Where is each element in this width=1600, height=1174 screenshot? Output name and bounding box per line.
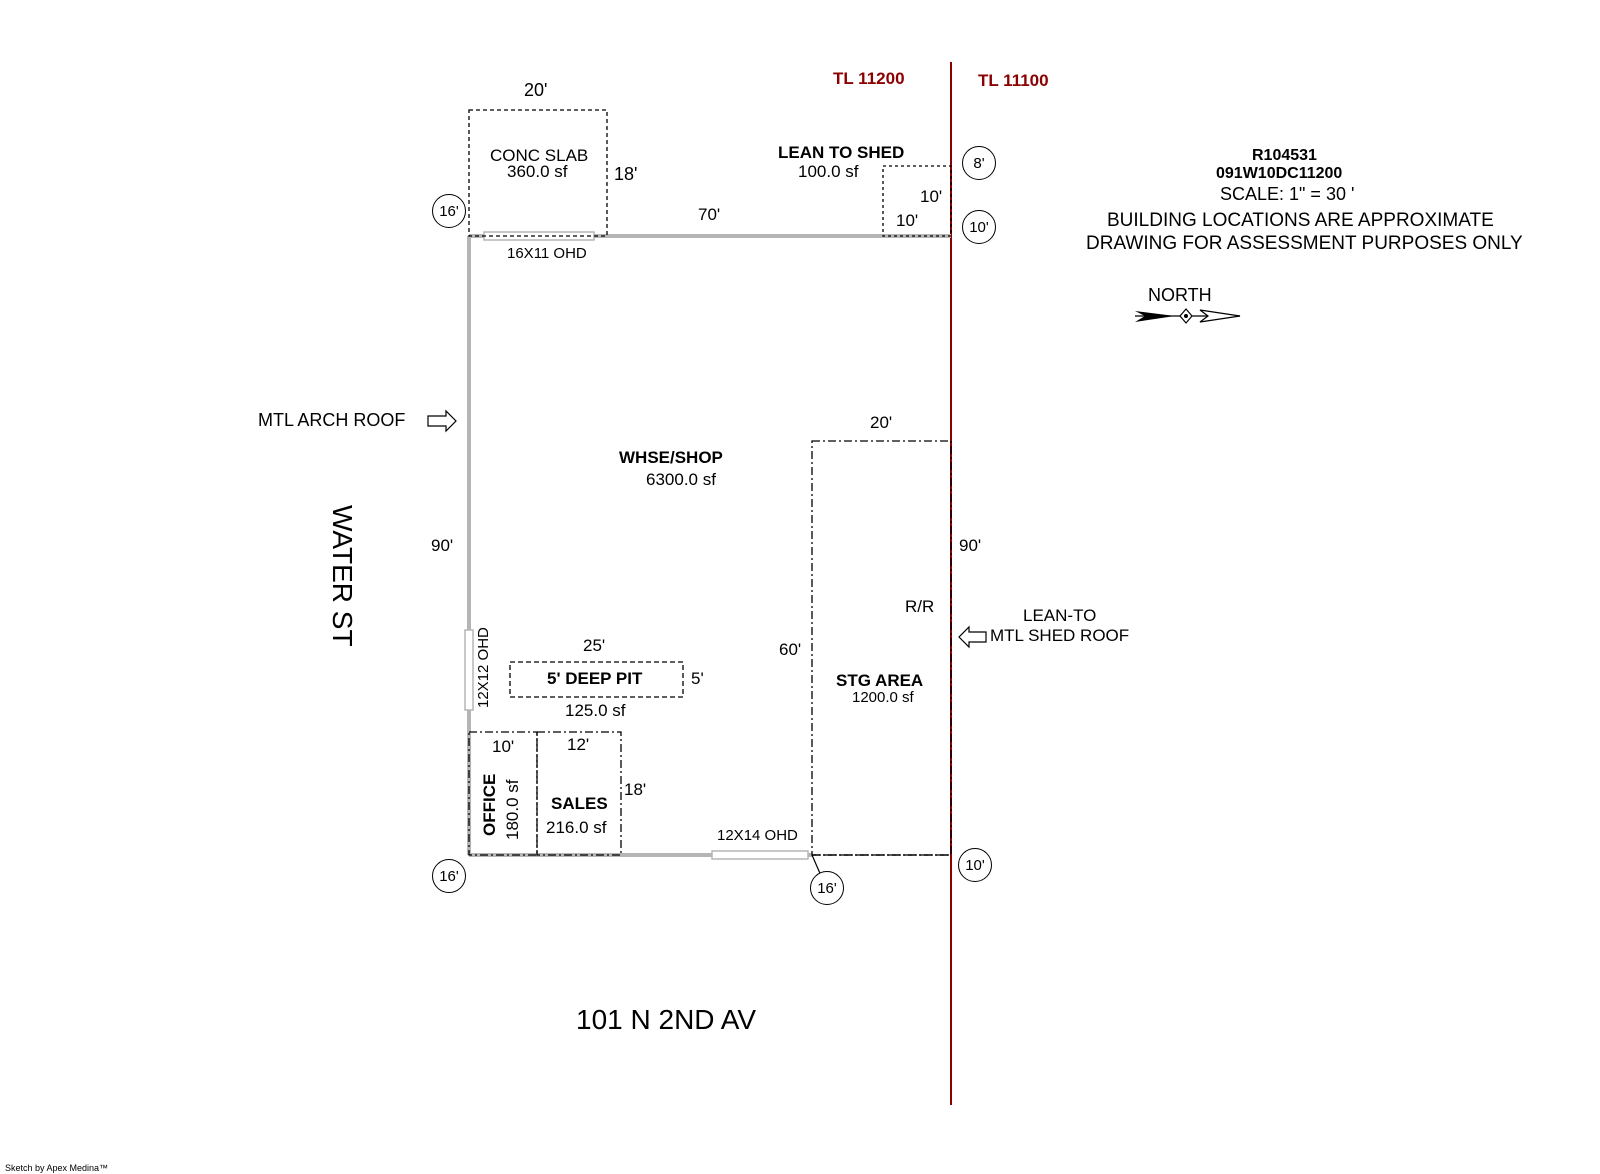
sketch-credit: Sketch by Apex Medina™ (5, 1163, 109, 1173)
lean-to-shed-dim-a: 10' (920, 187, 943, 206)
stg-area-depth: 60' (779, 640, 802, 659)
stg-area-sf: 1200.0 sf (852, 689, 914, 706)
door-bottom-label: 12X14 OHD (717, 827, 798, 844)
lean-to-shed-label: LEAN TO SHED (778, 143, 905, 162)
whse-top-dim: 70' (698, 205, 721, 224)
door-bottom (711, 850, 809, 860)
street-south: 101 N 2ND AV (576, 1004, 757, 1035)
lean-to-label-2: MTL SHED ROOF (990, 626, 1130, 645)
street-west: WATER ST (327, 505, 358, 647)
height-marker-se: 10' (958, 848, 992, 882)
height-marker-ne: 10' (962, 210, 996, 244)
sales-depth: 18' (624, 780, 647, 799)
mtl-arch-roof-label: MTL ARCH ROOF (258, 410, 406, 430)
tax-lot-left: TL 11200 (833, 69, 905, 88)
height-marker-s-mid: 16' (810, 871, 844, 905)
whse-shop-label: WHSE/SHOP (619, 448, 723, 467)
office-width: 10' (492, 737, 515, 756)
conc-slab-sf: 360.0 sf (507, 162, 568, 181)
office-sf: 180.0 sf (503, 779, 522, 841)
lean-to-shed-dim-b: 10' (896, 211, 919, 230)
lean-to-label-1: LEAN-TO (1023, 606, 1097, 625)
sales-label: SALES (551, 794, 608, 813)
height-marker-ne-top: 8' (962, 146, 996, 180)
deep-pit-sf: 125.0 sf (565, 701, 626, 720)
height-marker-nw: 16' (432, 194, 466, 228)
map-tax-lot: 091W10DC11200 (1216, 165, 1343, 182)
sales-outline (536, 731, 622, 856)
whse-left-dim: 90' (431, 536, 454, 555)
north-label: NORTH (1148, 285, 1212, 305)
door-top-label: 16X11 OHD (507, 245, 587, 262)
lean-to-shed-outline (882, 165, 952, 237)
whse-right-dim: 90' (959, 536, 982, 555)
conc-slab-outline (468, 109, 608, 237)
stg-area-label: STG AREA (836, 671, 924, 690)
account-number: R104531 (1252, 147, 1317, 164)
deep-pit-width: 25' (583, 636, 606, 655)
arch-roof-arrow (427, 409, 457, 433)
whse-shop-sf: 6300.0 sf (646, 470, 716, 489)
stg-area-width: 20' (870, 413, 893, 432)
deep-pit-label: 5' DEEP PIT (547, 669, 643, 688)
sales-width: 12' (567, 735, 590, 754)
lean-to-shed-sf: 100.0 sf (798, 162, 859, 181)
sales-sf: 216.0 sf (546, 818, 607, 837)
tax-lot-right: TL 11100 (978, 71, 1049, 90)
stg-area-outline (811, 440, 952, 856)
conc-slab-label: CONC SLAB (490, 146, 589, 165)
height-marker-sw: 16' (432, 859, 466, 893)
deep-pit-depth: 5' (691, 669, 704, 688)
stg-area-rr: R/R (905, 597, 935, 616)
scale-label: SCALE: 1" = 30 ' (1220, 184, 1355, 204)
door-left (464, 629, 474, 711)
note-line-2: DRAWING FOR ASSESSMENT PURPOSES ONLY (1086, 233, 1523, 254)
note-line-1: BUILDING LOCATIONS ARE APPROXIMATE (1107, 210, 1494, 231)
door-left-label: 12X12 OHD (475, 627, 492, 708)
north-arrow-icon (1135, 308, 1241, 324)
lean-to-arrow (958, 625, 987, 649)
conc-slab-depth: 18' (614, 164, 638, 184)
conc-slab-width: 20' (524, 80, 548, 100)
office-label: OFFICE (480, 773, 499, 836)
